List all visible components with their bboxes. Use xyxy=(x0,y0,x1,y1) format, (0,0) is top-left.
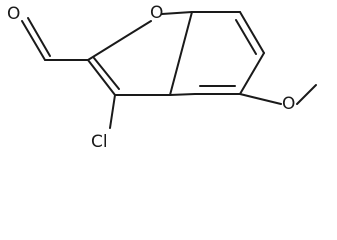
bond-c2-c3-b xyxy=(93,57,120,90)
bond-o1-c7a xyxy=(161,11,193,15)
atom-label-chlorine: Cl xyxy=(91,132,108,152)
bond-aldehyde-c-o-a xyxy=(21,20,46,61)
bond-c2-o1 xyxy=(87,20,152,61)
bond-c3-cl xyxy=(109,94,116,129)
molecule-structure: O O Cl O xyxy=(7,3,317,152)
bond-c5-o xyxy=(239,93,282,105)
atom-label-aldehyde-oxygen: O xyxy=(7,4,20,24)
bond-o-ch3 xyxy=(296,84,317,105)
bond-c7-c6-b xyxy=(235,19,257,55)
atom-label-methoxy-oxygen: O xyxy=(282,94,295,114)
bond-c7a-c3a xyxy=(169,11,193,96)
bond-c4-c3a xyxy=(169,93,196,96)
bond-c7-c6-a xyxy=(239,11,265,54)
atom-label-ring-oxygen: O xyxy=(150,3,163,23)
bond-c6-c5 xyxy=(239,52,265,95)
bond-c2-c3-a xyxy=(87,59,116,96)
bond-aldehyde-c-o-b xyxy=(27,17,51,57)
